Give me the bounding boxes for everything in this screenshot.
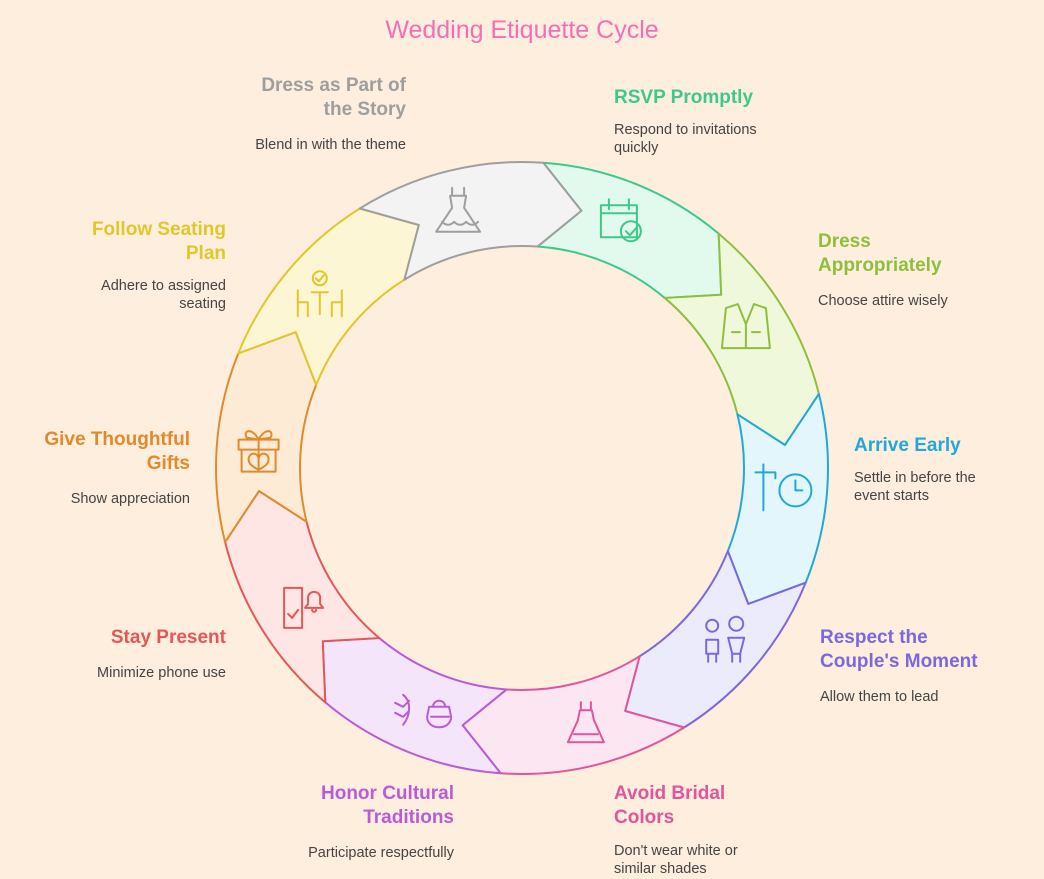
step-label-stay-present: Stay Present [110,627,226,648]
step-desc-dress-story: Blend in with the theme [255,137,406,153]
suit-jacket-icon [720,303,771,350]
diagram-title: Wedding Etiquette Cycle [385,16,659,44]
phone-bell-icon [283,586,325,629]
step-desc-stay-present: Minimize phone use [97,665,226,681]
step-desc-respect-couple: Allow them to lead [820,689,939,705]
dress-icon [566,701,605,744]
clock-sign-icon [754,463,813,512]
segment-dress-story [358,161,583,281]
step-desc-dress-appropriately: Choose attire wisely [818,293,948,309]
tradition-icon [394,693,453,729]
segment-honor-traditions [321,637,508,775]
couple-icon [705,615,746,663]
step-label-rsvp: RSVP Promptly [614,87,754,108]
step-desc-thoughtful-gifts: Show appreciation [70,491,190,507]
seating-icon [296,270,343,318]
gift-icon [237,430,280,473]
gown-icon [435,186,482,233]
step-desc-honor-traditions: Participate respectfully [308,845,454,861]
step-label-arrive-early: Arrive Early [854,435,961,456]
calendar-check-icon [599,198,642,243]
segment-rsvp [536,161,723,299]
